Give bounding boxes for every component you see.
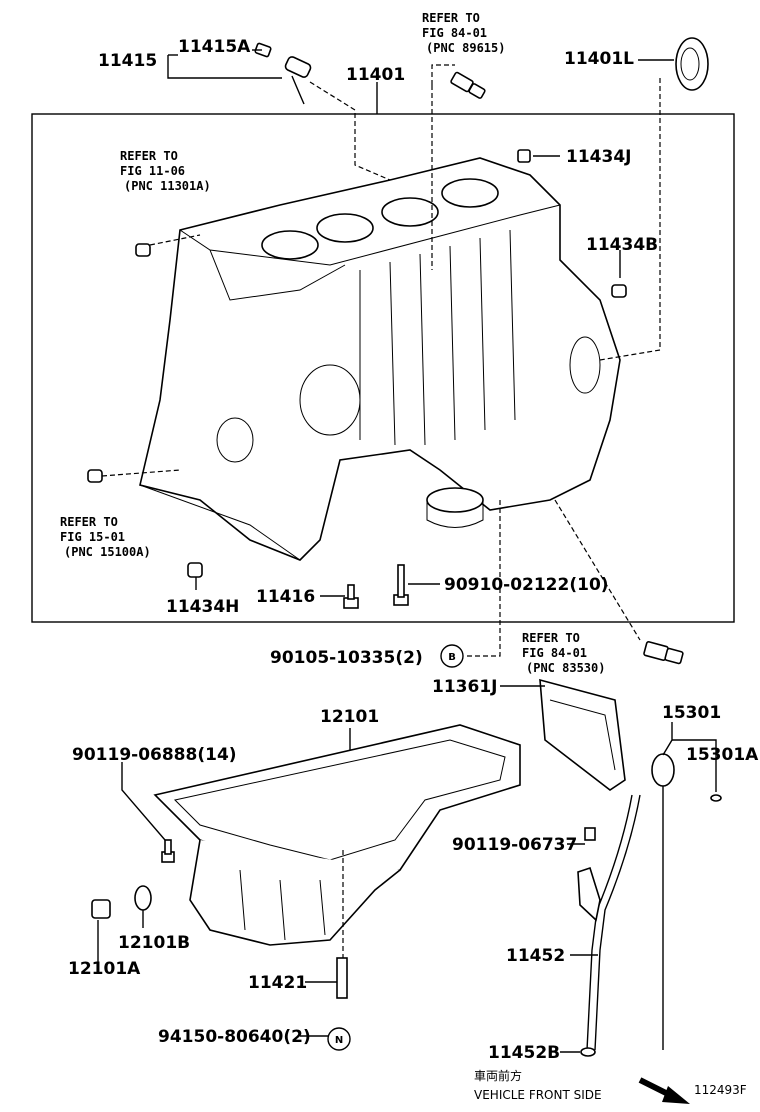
vehicle-front-jp: 車両前方 <box>474 1068 522 1083</box>
front-direction-arrow-icon <box>638 1077 690 1104</box>
reference-note-89615: REFER TO FIG 84-01 (PNC 89615) <box>422 11 505 55</box>
sensor-11415 <box>254 42 312 105</box>
reference-note-11301a: REFER TO FIG 11-06 (PNC 11301A) <box>120 149 211 193</box>
marker-b-circle <box>440 644 464 668</box>
label-94150: 94150-80640(2) <box>158 1027 311 1047</box>
svg-text:FIG 15-01: FIG 15-01 <box>60 530 125 544</box>
label-11434j: 11434J <box>566 147 631 167</box>
svg-text:(PNC 11301A): (PNC 11301A) <box>124 179 211 193</box>
marker-n-circle <box>327 1027 351 1051</box>
reference-note-15100a: REFER TO FIG 15-01 (PNC 15100A) <box>60 515 151 559</box>
o-ring-15301a <box>710 794 722 802</box>
oil-pan-12101 <box>153 724 521 946</box>
label-11452: 11452 <box>506 946 565 966</box>
pin-ref2 <box>135 243 151 257</box>
knock-sensor <box>643 641 684 665</box>
label-90910: 90910-02122(10) <box>444 575 609 595</box>
svg-text:(PNC 89615): (PNC 89615) <box>426 41 505 55</box>
label-12101: 12101 <box>320 707 379 727</box>
reference-note-83530: REFER TO FIG 84-01 (PNC 83530) <box>522 631 605 675</box>
baffle-plate-11361j <box>539 678 626 791</box>
gasket-12101b <box>134 885 152 911</box>
label-11361j: 11361J <box>432 677 497 697</box>
svg-text:FIG 11-06: FIG 11-06 <box>120 164 185 178</box>
svg-text:(PNC 83530): (PNC 83530) <box>526 661 605 675</box>
label-11401l: 11401L <box>564 49 634 69</box>
pin-11434b <box>611 284 627 298</box>
label-11415: 11415 <box>98 51 157 71</box>
label-11434h: 11434H <box>166 597 239 617</box>
marker-b: B <box>448 652 456 663</box>
label-11415a: 11415A <box>178 37 251 57</box>
engine-block-frame <box>31 113 735 623</box>
bolt-90910 <box>393 564 409 606</box>
dipstick-15301 <box>651 753 675 1050</box>
label-11401: 11401 <box>346 65 405 85</box>
leader-lines <box>97 49 717 1053</box>
svg-text:REFER TO: REFER TO <box>522 631 580 645</box>
label-12101a: 12101A <box>68 959 141 979</box>
label-90105: 90105-10335(2) <box>270 648 423 668</box>
svg-text:REFER TO: REFER TO <box>120 149 178 163</box>
dipstick-guide-11452 <box>577 794 641 1051</box>
pin-11434h <box>187 562 203 578</box>
oil-seal-11401l <box>675 37 709 91</box>
svg-text:REFER TO: REFER TO <box>422 11 480 25</box>
vehicle-front-en: VEHICLE FRONT SIDE <box>474 1088 602 1102</box>
bolt-11416 <box>343 584 359 609</box>
label-90119-06888: 90119-06888(14) <box>72 745 237 765</box>
svg-text:FIG 84-01: FIG 84-01 <box>422 26 487 40</box>
label-90119-06737: 90119-06737 <box>452 835 577 855</box>
drain-plug-12101a <box>91 899 111 919</box>
label-15301: 15301 <box>662 703 721 723</box>
stud-11421 <box>336 957 348 999</box>
label-11416: 11416 <box>256 587 315 607</box>
svg-text:(PNC 15100A): (PNC 15100A) <box>64 545 151 559</box>
label-11421: 11421 <box>248 973 307 993</box>
cylinder-block <box>139 157 621 561</box>
plug-11434j <box>517 149 531 163</box>
figure-id: 112493F <box>694 1083 747 1097</box>
label-12101b: 12101B <box>118 933 190 953</box>
svg-text:REFER TO: REFER TO <box>60 515 118 529</box>
bolt-90119-06888 <box>161 839 175 863</box>
label-11434b: 11434B <box>586 235 658 255</box>
svg-text:FIG 84-01: FIG 84-01 <box>522 646 587 660</box>
label-15301a: 15301A <box>686 745 759 765</box>
marker-n: N <box>335 1035 343 1046</box>
oil-pressure-switch <box>450 71 486 99</box>
label-11452b: 11452B <box>488 1043 560 1063</box>
pin-ref3 <box>87 469 103 483</box>
o-ring-11452b <box>580 1047 596 1057</box>
